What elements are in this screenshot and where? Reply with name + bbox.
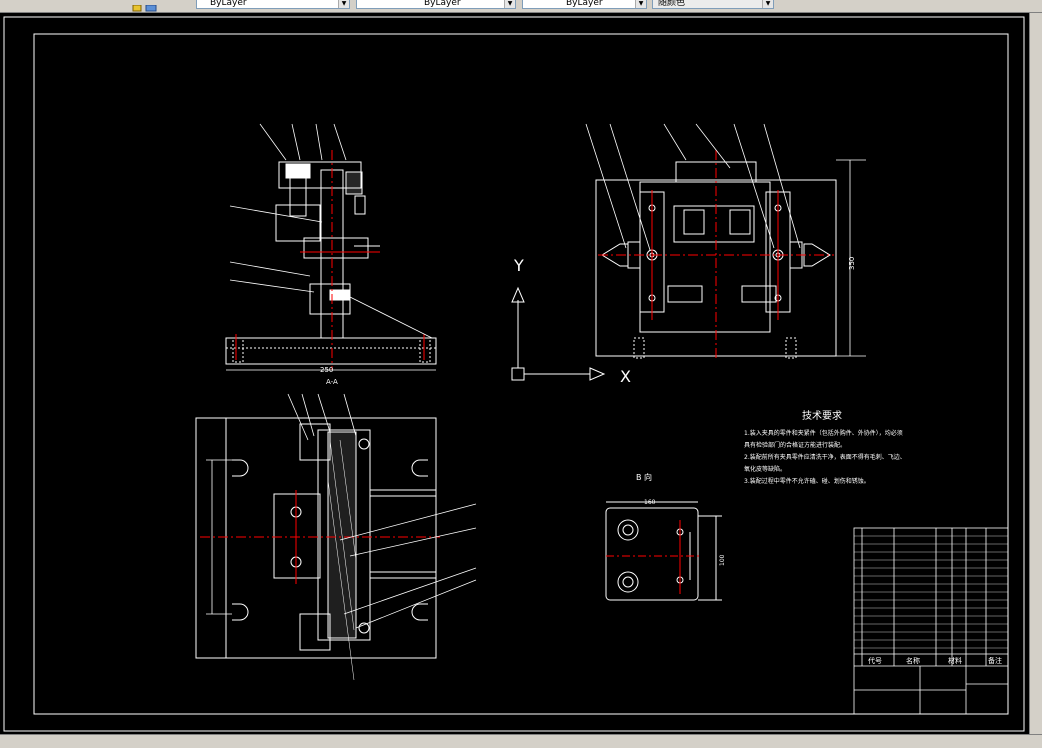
title-col-material: 材料 xyxy=(948,656,962,665)
ucs-icon xyxy=(511,286,606,381)
section-label: A-A xyxy=(326,378,338,386)
layer-state-icon[interactable] xyxy=(132,0,157,12)
view-b-height-dim: 100 xyxy=(719,554,726,566)
linetype-value: ByLayer xyxy=(210,0,247,8)
plan-view xyxy=(195,417,437,681)
tech-line: 氧化皮等缺陷。 xyxy=(744,466,787,473)
front-leaders xyxy=(226,123,436,371)
cad-drawing[interactable]: 250 A-A 350 Y X xyxy=(0,13,1030,735)
lineweight-select[interactable]: ByLayer ▼ xyxy=(356,0,516,9)
linetype-select[interactable]: ByLayer ▼ xyxy=(196,0,350,9)
color-value: ByLayer xyxy=(566,0,603,8)
plan-dims xyxy=(195,393,477,658)
plotstyle-value: 随颜色 xyxy=(658,0,686,8)
axis-y-label: Y xyxy=(513,256,524,275)
tech-requirements-list: 1.装入夹具的零件和夹紧件（包括外购件、外协件），均必须 具有检验部门的合格证方… xyxy=(744,428,906,488)
title-col-name: 名称 xyxy=(906,656,920,665)
side-height-dim: 350 xyxy=(848,257,856,270)
chevron-down-icon[interactable]: ▼ xyxy=(635,0,646,8)
view-b-label: B 向 xyxy=(636,472,652,482)
title-col-remark: 备注 xyxy=(988,656,1002,665)
chevron-down-icon[interactable]: ▼ xyxy=(504,0,515,8)
sheet-outer-border xyxy=(3,16,1025,732)
tech-requirements-title: 技术要求 xyxy=(802,411,842,422)
properties-toolbar: ByLayer ▼ ByLayer ▼ ByLayer ▼ 随颜色 ▼ xyxy=(0,0,1042,13)
color-select[interactable]: ByLayer ▼ xyxy=(522,0,647,9)
tech-line: 2.装配前所有夹具零件应清洗干净，表面不得有毛刺、飞边、 xyxy=(744,454,906,461)
axis-x-label: X xyxy=(620,367,631,386)
view-b xyxy=(605,501,722,601)
lineweight-value: ByLayer xyxy=(424,0,461,8)
front-view xyxy=(225,161,437,365)
chevron-down-icon[interactable]: ▼ xyxy=(338,0,349,8)
title-col-code: 代号 xyxy=(868,656,882,665)
vertical-scrollbar[interactable] xyxy=(1029,13,1042,735)
parts-list-rows xyxy=(854,535,1008,649)
side-leaders xyxy=(585,123,866,357)
front-width-dim: 250 xyxy=(320,366,333,374)
horizontal-scrollbar[interactable] xyxy=(0,734,1042,748)
parts-list xyxy=(853,527,1009,715)
view-b-width-dim: 160 xyxy=(644,499,656,506)
tech-line: 3.装配过程中零件不允许磕、碰、划伤和锈蚀。 xyxy=(744,478,870,485)
tech-line: 具有检验部门的合格证方能进行装配。 xyxy=(744,442,847,449)
plotstyle-select[interactable]: 随颜色 ▼ xyxy=(652,0,774,9)
sheet-inner-border xyxy=(33,33,1009,715)
chevron-down-icon[interactable]: ▼ xyxy=(762,0,773,8)
tech-line: 1.装入夹具的零件和夹紧件（包括外购件、外协件），均必须 xyxy=(744,430,903,437)
drawing-canvas[interactable]: 250 A-A 350 Y X xyxy=(0,13,1030,735)
